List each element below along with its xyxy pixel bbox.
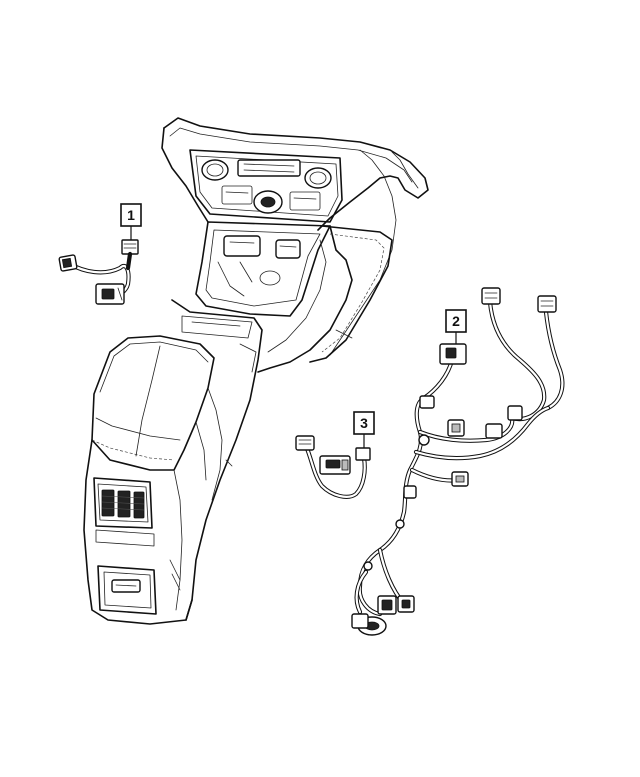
callout-2: 2 [445,309,467,344]
part-2-harness [351,287,565,636]
callout-3-label: 3 [360,415,368,431]
center-console [83,117,429,625]
part-3-harness [295,435,371,499]
callout-1: 1 [120,203,142,240]
callout-1-label: 1 [127,207,135,223]
part-1-harness [58,239,139,305]
callout-3: 3 [353,411,375,448]
callout-2-label: 2 [452,313,460,329]
